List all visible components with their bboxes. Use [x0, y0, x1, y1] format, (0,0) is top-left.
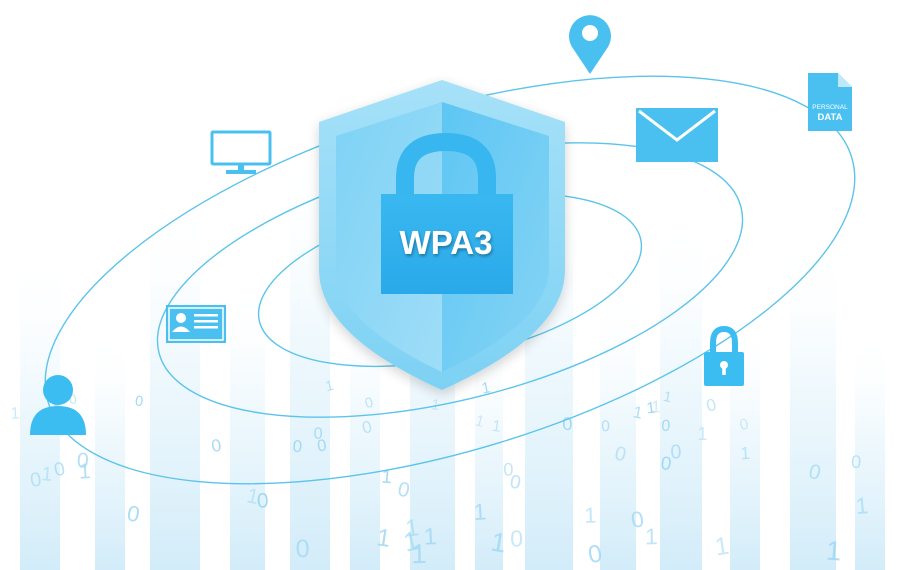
user-icon [30, 375, 86, 435]
envelope-icon [636, 108, 718, 162]
binary-digit: 1 [430, 396, 441, 414]
binary-digit: 1 [375, 524, 393, 553]
binary-digit: 0 [738, 416, 750, 434]
padlock-body [381, 194, 513, 294]
binary-digit: 0 [292, 437, 303, 457]
binary-digit: 1 [411, 538, 427, 569]
binary-digit: 0 [612, 442, 628, 466]
binary-digit: 0 [363, 395, 375, 412]
binary-digit: 1 [404, 514, 421, 543]
binary-digit: 1 [473, 498, 487, 525]
location-pin-icon [569, 15, 611, 74]
binary-digit: 0 [508, 472, 522, 495]
padlock-icon [704, 325, 744, 386]
binary-digit: 0 [629, 506, 646, 533]
background-light-columns [20, 150, 885, 570]
binary-digit: 1 [651, 397, 661, 416]
binary-digit: 0 [806, 460, 823, 485]
binary-digit: 0 [562, 413, 573, 435]
binary-digit: 0 [503, 459, 514, 480]
binary-digit: 0 [67, 391, 78, 407]
wpa3-padlock-icon: WPA3 [381, 132, 513, 294]
binary-digit: 0 [295, 535, 310, 563]
binary-digit: 0 [210, 435, 224, 457]
binary-digit: 0 [396, 478, 412, 503]
binary-digit: 1 [855, 492, 870, 519]
binary-digit: 0 [670, 441, 682, 463]
binary-digit: 0 [314, 425, 323, 443]
binary-digit: 1 [78, 458, 91, 484]
binary-digit: 0 [586, 540, 604, 569]
padlock-shackle [396, 132, 496, 195]
binary-digit: 1 [740, 443, 751, 463]
binary-digit: 1 [491, 417, 502, 436]
binary-digit: 0 [661, 418, 671, 435]
binary-digit: 0 [601, 418, 610, 435]
binary-digit: 0 [52, 459, 67, 482]
binary-digit: 1 [698, 424, 708, 444]
document-label-line2: DATA [818, 112, 843, 123]
document-icon: PERSONAL DATA [808, 73, 852, 131]
binary-digit: 1 [423, 524, 437, 551]
binary-digit: 1 [324, 378, 335, 395]
binary-digit: 0 [360, 417, 374, 438]
binary-digit: 1 [713, 532, 731, 562]
binary-digit: 0 [316, 436, 328, 455]
binary-digit: 0 [76, 449, 90, 473]
binary-digit: 0 [257, 489, 269, 512]
binary-digit: 0 [134, 393, 144, 410]
binary-digit: 0 [510, 525, 523, 551]
binary-digit: 1 [662, 389, 673, 406]
binary-digit: 1 [473, 412, 486, 431]
binary-digit: 1 [584, 502, 597, 527]
binary-digit: 0 [851, 452, 862, 472]
binary-digit: 1 [10, 404, 20, 422]
binary-digit: 1 [41, 463, 54, 486]
binary-digit: 0 [704, 395, 718, 416]
binary-digit: 1 [645, 523, 658, 549]
binary-digit: 0 [29, 469, 43, 492]
binary-digit: 0 [660, 452, 673, 474]
id-card-icon [166, 305, 226, 343]
binary-digit: 1 [631, 402, 644, 422]
binary-digit: 0 [125, 500, 142, 527]
binary-digit: 1 [401, 525, 422, 557]
wpa3-label: WPA3 [400, 224, 493, 261]
document-label-line1: PERSONAL [812, 104, 848, 111]
binary-digit: 1 [825, 535, 842, 567]
binary-digit: 1 [489, 526, 509, 558]
monitor-icon [210, 130, 272, 174]
binary-digits: 0110100101100101001101010011010010110010… [10, 378, 869, 570]
binary-digit: 1 [646, 400, 657, 418]
binary-digit: 1 [245, 484, 261, 509]
binary-digit: 1 [480, 379, 492, 397]
